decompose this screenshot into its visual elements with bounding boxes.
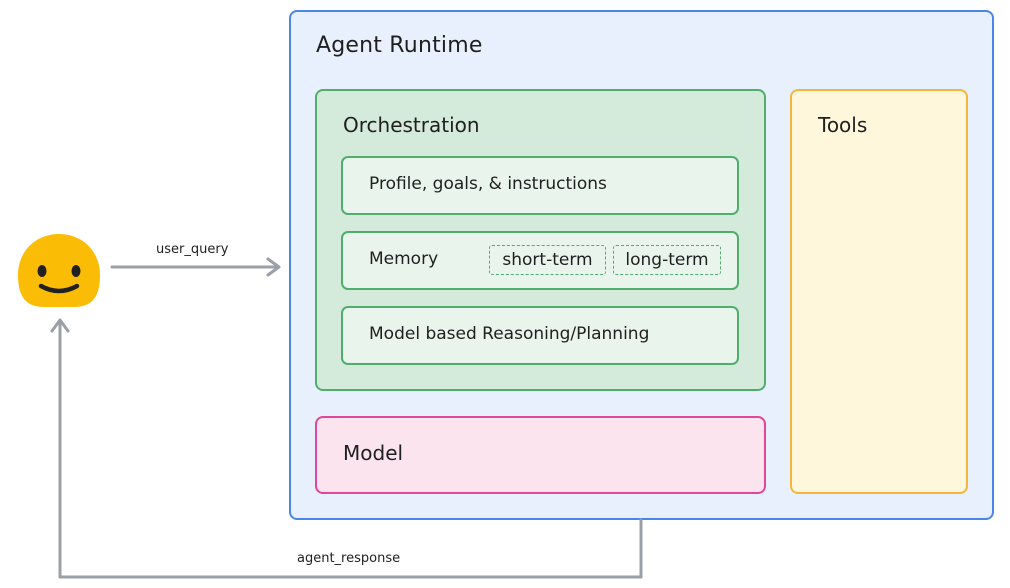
user-query-arrow [110, 257, 281, 277]
user-query-label: user_query [156, 242, 229, 257]
memory-label: Memory [369, 249, 439, 269]
tools-title: Tools [818, 113, 868, 137]
agent-response-label: agent_response [297, 551, 401, 566]
orchestration-title: Orchestration [343, 113, 480, 137]
model-container [315, 416, 766, 494]
memory-box [341, 231, 739, 290]
model-title: Model [343, 441, 404, 465]
tools-container [790, 89, 968, 494]
agent-runtime-title: Agent Runtime [316, 33, 483, 58]
long-term-memory-chip: long-term [613, 245, 721, 275]
profile-goals-box [341, 156, 739, 215]
profile-goals-label: Profile, goals, & instructions [369, 174, 607, 194]
agent-response-arrow [50, 318, 643, 579]
reasoning-planning-label: Model based Reasoning/Planning [369, 324, 650, 344]
short-term-memory-chip: short-term [489, 245, 606, 275]
smiley-face-icon [18, 234, 100, 307]
reasoning-planning-box [341, 306, 739, 365]
